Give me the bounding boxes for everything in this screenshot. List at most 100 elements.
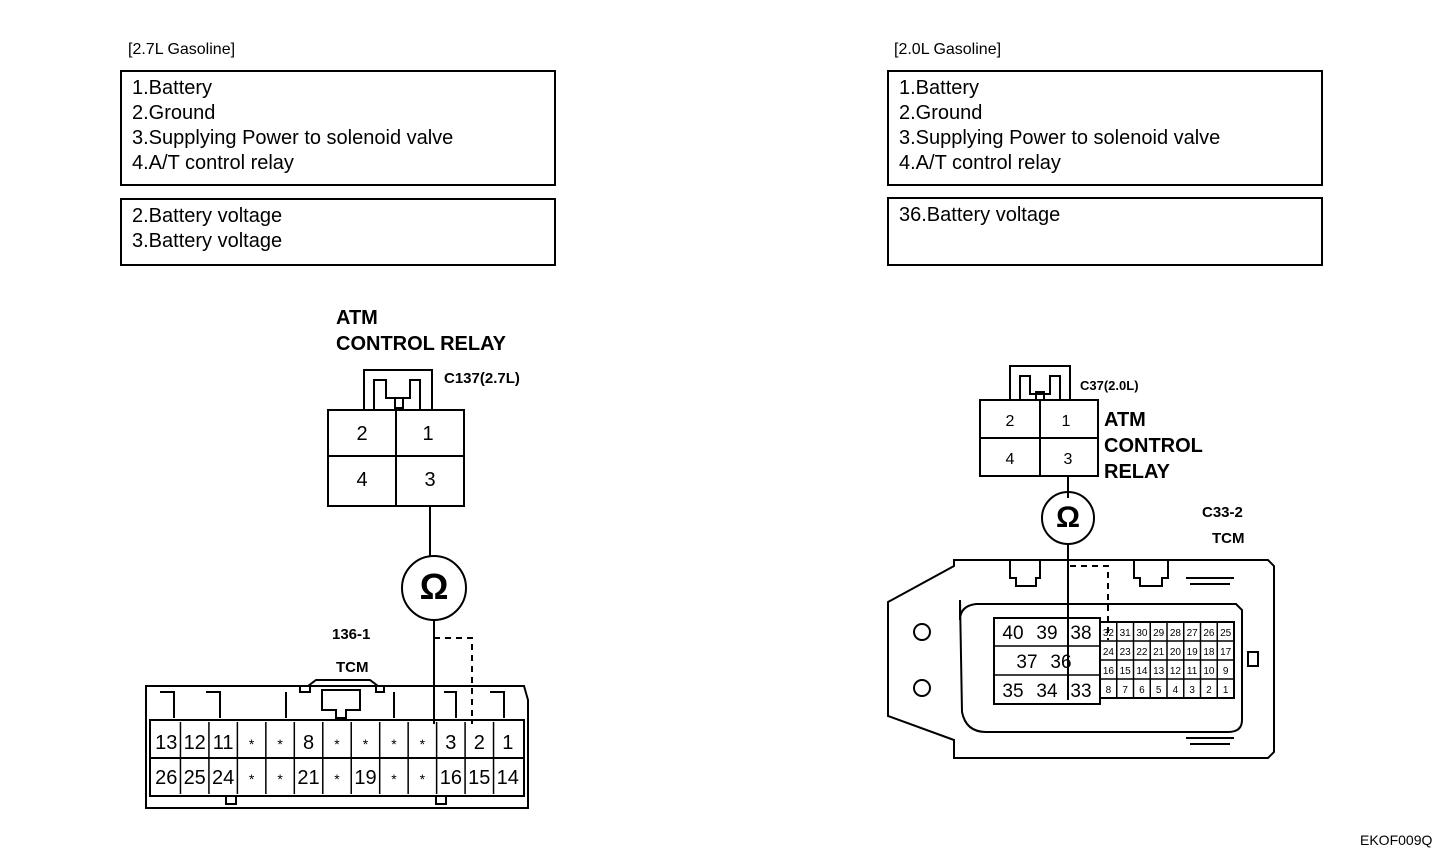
left-tcm-code: 136-1	[332, 626, 371, 643]
left-tcm-pin: *	[363, 736, 369, 752]
right-small-pin: 4	[1173, 685, 1179, 696]
right-small-pin: 7	[1122, 685, 1128, 696]
right-small-pin: 13	[1153, 666, 1165, 677]
right-small-pin: 1	[1223, 685, 1229, 696]
left-relay-code: C137(2.7L)	[444, 370, 520, 387]
right-small-pin: 29	[1153, 628, 1165, 639]
right-small-pin: 25	[1220, 628, 1232, 639]
right-ohm-symbol: Ω	[1055, 501, 1081, 534]
right-mount-hole	[913, 623, 931, 641]
right-relay-title-line: CONTROL	[1104, 435, 1203, 457]
right-item: 1.Battery	[899, 77, 980, 99]
right-relay-title: ATM CONTROL RELAY	[1104, 407, 1203, 485]
left-relay-title-line: ATM	[336, 307, 378, 329]
right-small-pin: 23	[1120, 647, 1132, 658]
left-tcm-pin: *	[277, 771, 283, 787]
right-small-pin: 19	[1187, 647, 1199, 658]
left-tcm-pin: 26	[155, 767, 177, 789]
right-small-pin: 26	[1203, 628, 1215, 639]
right-relay-pin: 4	[1006, 451, 1015, 468]
right-item: 4.A/T control relay	[899, 152, 1061, 174]
left-spec: 2.Battery voltage	[132, 205, 283, 227]
right-small-pin: 10	[1203, 666, 1215, 677]
right-relay-pin: 1	[1062, 413, 1071, 430]
right-small-pin: 22	[1136, 647, 1148, 658]
right-small-pin: 11	[1187, 666, 1198, 677]
right-small-pin: 6	[1139, 685, 1145, 696]
right-relay-code: C37(2.0L)	[1080, 378, 1139, 393]
left-tcm-pin: *	[420, 736, 426, 752]
right-small-pin: 30	[1136, 628, 1148, 639]
left-terminal-list: 1.Battery 2.Ground 3.Supplying Power to …	[120, 70, 556, 186]
left-item: 1.Battery	[132, 77, 213, 99]
right-big-pin: 39	[1036, 623, 1057, 644]
left-tcm-pin: 19	[354, 767, 376, 789]
right-relay-pin: 3	[1064, 451, 1073, 468]
left-item: 2.Ground	[132, 102, 216, 124]
left-relay-pin: 1	[422, 423, 433, 445]
figure-code: EKOF009Q	[1360, 832, 1433, 848]
right-terminal-list: 1.Battery 2.Ground 3.Supplying Power to …	[887, 70, 1323, 186]
right-spec-list: 36.Battery voltage	[887, 197, 1323, 266]
right-tcm-label: TCM	[1212, 530, 1245, 547]
left-tcm-pin: *	[391, 771, 397, 787]
left-item: 4.A/T control relay	[132, 152, 294, 174]
right-small-pin: 17	[1220, 647, 1232, 658]
left-tcm-label: TCM	[336, 659, 369, 676]
right-tcm-body	[887, 559, 1275, 759]
right-mount-hole	[913, 679, 931, 697]
left-tcm-pin: 2	[474, 732, 485, 754]
right-big-pin: 36	[1050, 652, 1071, 673]
left-tcm-pin: *	[249, 771, 255, 787]
right-relay-title-line: RELAY	[1104, 461, 1170, 483]
left-tcm-pin: *	[391, 736, 397, 752]
right-relay-latch	[1009, 365, 1071, 400]
left-relay-latch	[363, 369, 433, 410]
right-small-pin: 31	[1120, 628, 1132, 639]
left-tcm-pin: 25	[184, 767, 206, 789]
right-small-pin: 20	[1170, 647, 1182, 658]
left-ohm-symbol: Ω	[419, 566, 449, 607]
right-small-pin: 14	[1136, 666, 1148, 677]
right-small-pin: 8	[1106, 685, 1112, 696]
left-tcm-pin: 14	[497, 767, 519, 789]
left-relay-pin: 4	[356, 469, 367, 491]
right-small-pin: 12	[1170, 666, 1182, 677]
right-small-pin: 5	[1156, 685, 1162, 696]
left-tcm-pin: 15	[468, 767, 490, 789]
left-tcm-pin: *	[420, 771, 426, 787]
right-small-pin: 18	[1203, 647, 1215, 658]
left-tcm-pin: *	[277, 736, 283, 752]
left-tcm-pin: 12	[184, 732, 206, 754]
left-spec-list: 2.Battery voltage 3.Battery voltage	[120, 198, 556, 266]
right-caption: [2.0L Gasoline]	[894, 41, 1002, 58]
right-big-pin: 38	[1070, 623, 1091, 644]
right-small-pin: 2	[1206, 685, 1212, 696]
right-spec: 36.Battery voltage	[899, 204, 1061, 226]
right-small-pin: 3	[1189, 685, 1195, 696]
right-relay-title-line: ATM	[1104, 409, 1146, 431]
left-tcm-pin: 13	[155, 732, 177, 754]
right-small-pin: 9	[1223, 666, 1229, 677]
right-dashed-lead	[1070, 565, 1109, 640]
right-small-pin: 15	[1120, 666, 1132, 677]
left-tcm-pin: 16	[440, 767, 462, 789]
left-item: 3.Supplying Power to solenoid valve	[132, 127, 454, 149]
left-relay-title: ATM CONTROL RELAY	[336, 305, 506, 357]
right-small-pin: 16	[1103, 666, 1115, 677]
left-spec: 3.Battery voltage	[132, 230, 283, 252]
left-tcm-key	[321, 689, 361, 719]
right-big-pin: 40	[1002, 623, 1023, 644]
left-relay-latch-inner	[373, 379, 421, 410]
left-tcm-pin: *	[334, 771, 340, 787]
left-dashed-lead	[434, 637, 473, 724]
left-tcm-pin: 11	[213, 732, 234, 754]
right-tcm-code: C33-2	[1202, 504, 1243, 521]
right-relay-pin: 2	[1006, 413, 1015, 430]
right-small-pin: 28	[1170, 628, 1182, 639]
right-big-pin: 33	[1070, 681, 1091, 702]
right-tcm-inner-shroud	[959, 599, 1243, 733]
left-tcm-body	[145, 685, 529, 809]
left-tcm-pin: 24	[212, 767, 234, 789]
left-relay-title-line: CONTROL RELAY	[336, 333, 507, 355]
